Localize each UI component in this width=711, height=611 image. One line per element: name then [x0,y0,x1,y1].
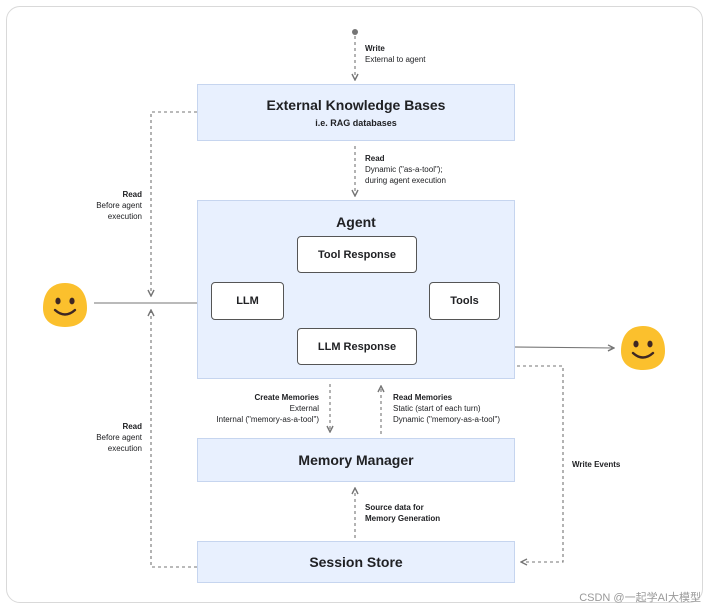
read-memories-label: Read Memories Static (start of each turn… [393,392,500,425]
user-smiley-icon [43,283,87,327]
write-events-label: Write Events [572,459,620,470]
write-label-detail: External to agent [365,55,426,64]
tool-response-box: Tool Response [297,236,417,273]
write-events-title: Write Events [572,460,621,469]
watermark: CSDN @一起学AI大模型 [579,592,701,604]
read-dynamic-line1: Dynamic ("as-a-tool"); [365,165,443,174]
diagram-frame [6,6,703,603]
tools-box: Tools [429,282,500,320]
read-memories-line2: Dynamic ("memory-as-a-tool") [393,415,501,424]
read-dynamic-line2: during agent execution [365,176,446,185]
create-memories-label: Create Memories External Internal ("memo… [216,392,319,425]
create-memories-line2: Internal ("memory-as-a-tool") [216,415,319,424]
session-store-box: Session Store [197,541,515,583]
ekb-subtitle: i.e. RAG databases [315,118,397,128]
write-label: Write External to agent [365,43,425,65]
output-smiley-icon [621,326,665,370]
create-memories-title: Create Memories [254,393,319,402]
external-knowledge-bases-box: External Knowledge Bases i.e. RAG databa… [197,84,515,141]
write-events-arrow [517,365,564,562]
read-before-top-title: Read [122,190,142,199]
read-dynamic-label: Read Dynamic ("as-a-tool"); during agent… [365,153,446,186]
llm-response-box: LLM Response [297,328,417,365]
read-dynamic-title: Read [365,154,385,163]
memory-manager-box: Memory Manager [197,438,515,482]
read-before-bottom-line2: execution [107,444,142,453]
session-store-title: Session Store [309,554,403,570]
read-before-bottom-line1: Before agent [96,433,142,442]
create-memories-line1: External [289,404,319,413]
read-before-top-label: Read Before agent execution [96,189,142,222]
agent-title: Agent [336,214,376,230]
read-before-bottom-arrow [151,310,197,568]
read-before-top-arrow [151,111,197,296]
read-memories-title: Read Memories [393,393,453,402]
read-before-bottom-title: Read [122,422,142,431]
read-before-top-line1: Before agent [96,201,142,210]
ekb-title: External Knowledge Bases [266,97,446,113]
write-origin-dot [352,29,358,35]
memory-manager-title: Memory Manager [298,452,414,468]
source-data-line2: Memory Generation [365,514,441,523]
read-before-bottom-label: Read Before agent execution [96,421,142,454]
read-before-top-line2: execution [107,212,142,221]
source-data-line1: Source data for [365,503,424,512]
source-data-label: Source data for Memory Generation [365,502,440,524]
write-label-title: Write [365,44,385,53]
read-memories-line1: Static (start of each turn) [393,404,481,413]
llm-box: LLM [211,282,284,320]
